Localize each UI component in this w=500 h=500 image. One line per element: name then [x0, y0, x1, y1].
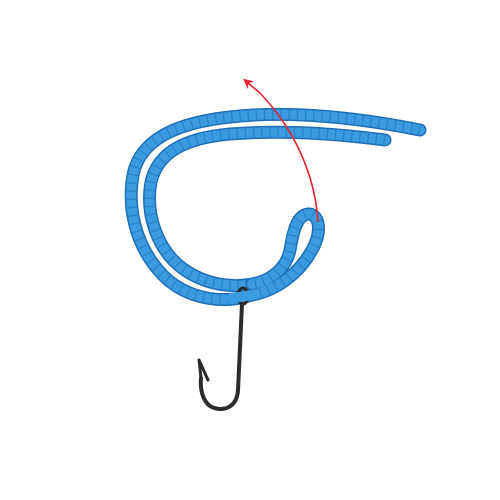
hook-point	[197, 358, 210, 382]
fish-hook	[197, 286, 250, 411]
direction-arrow	[243, 78, 319, 223]
line-inner-strand	[143, 125, 392, 293]
fishing-line	[124, 107, 427, 307]
hook-shank	[198, 302, 244, 411]
